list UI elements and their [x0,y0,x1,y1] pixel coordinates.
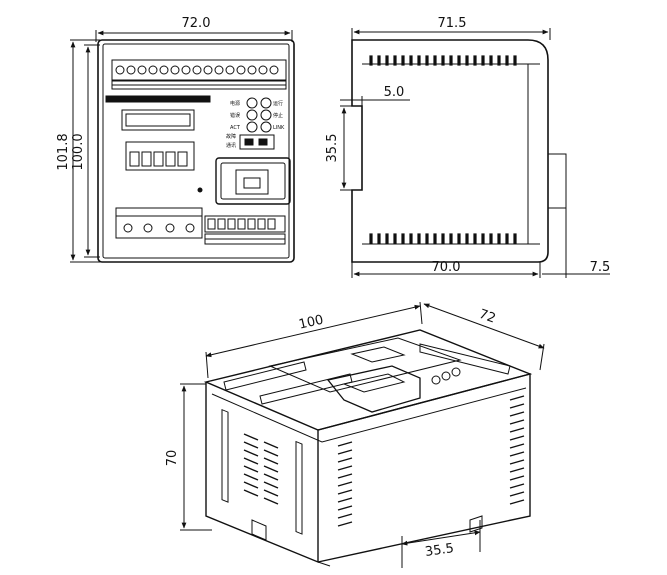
iso-view [180,301,545,568]
status-dot [197,187,203,193]
side-base-label: 70.0 [432,260,461,275]
lcd-display [121,109,195,131]
led-label-4: LINK [273,125,285,131]
side-vent-top [369,55,517,66]
iso-terminal-row-right [419,343,511,375]
bottom-left-terminals [115,207,203,239]
side-vent-bottom [369,233,517,244]
side-housing [351,39,549,263]
iso-ethernet-module [326,365,421,413]
iso-width-label: 72 [477,307,498,327]
panel-label-1: 运行 [273,100,283,107]
ethernet-jack [235,169,269,195]
bottom-right-terminals [204,215,286,233]
iso-body-right [317,373,531,563]
top-terminal-screws [115,65,279,75]
iso-rail-dim-line [401,530,481,546]
iso-length-label: 100 [297,312,325,332]
front-height-inner-label: 100.0 [71,133,86,170]
iso-front-vents [243,433,279,505]
front-height-outer-label: 101.8 [56,133,71,170]
led-label-1: 电源 [230,100,240,107]
iso-height-label: 70 [165,450,180,467]
iso-front-slot-right [295,440,303,535]
iso-display [350,346,406,363]
ethernet-port-housing [215,157,291,205]
iso-rail-clip [251,519,267,541]
iso-terminal-row-left [223,361,307,391]
led-label-3: ACT [230,125,241,131]
panel-label-3: 故障 [226,133,236,140]
led-indicator [246,121,258,133]
side-connector [547,153,567,209]
iso-top-raised [268,337,462,393]
led-indicator [260,109,272,121]
rail-offset-label: 5.0 [384,85,405,100]
led-indicator [260,121,272,133]
dip-switch-block [239,134,275,150]
iso-front-slot-left [221,408,229,503]
iso-led [431,375,441,385]
iso-led [451,367,461,377]
iso-right-vents [337,395,525,527]
rail-width-label: 35.5 [325,134,340,163]
iso-length-dim-line [205,304,421,358]
label-band [105,95,211,103]
mid-terminal-block [125,141,195,171]
side-view [340,28,610,278]
led-label-2: 错误 [230,112,240,119]
front-view [70,30,295,263]
iso-led [441,371,451,381]
panel-label-2: 停止 [273,112,283,119]
led-indicator [246,109,258,121]
connector-offset-label: 7.5 [590,260,611,275]
front-housing [97,39,295,263]
top-terminal-strip [111,59,287,81]
panel-label-4: 通讯 [226,142,236,149]
iso-terminal-row-mid [259,373,353,405]
side-depth-label: 71.5 [438,16,467,31]
iso-body-front [205,382,319,564]
led-indicator [246,97,258,109]
iso-rail-label: 35.5 [424,541,455,560]
front-width-label: 72.0 [182,16,211,31]
led-indicator [260,97,272,109]
iso-width-dim-line [423,303,545,349]
